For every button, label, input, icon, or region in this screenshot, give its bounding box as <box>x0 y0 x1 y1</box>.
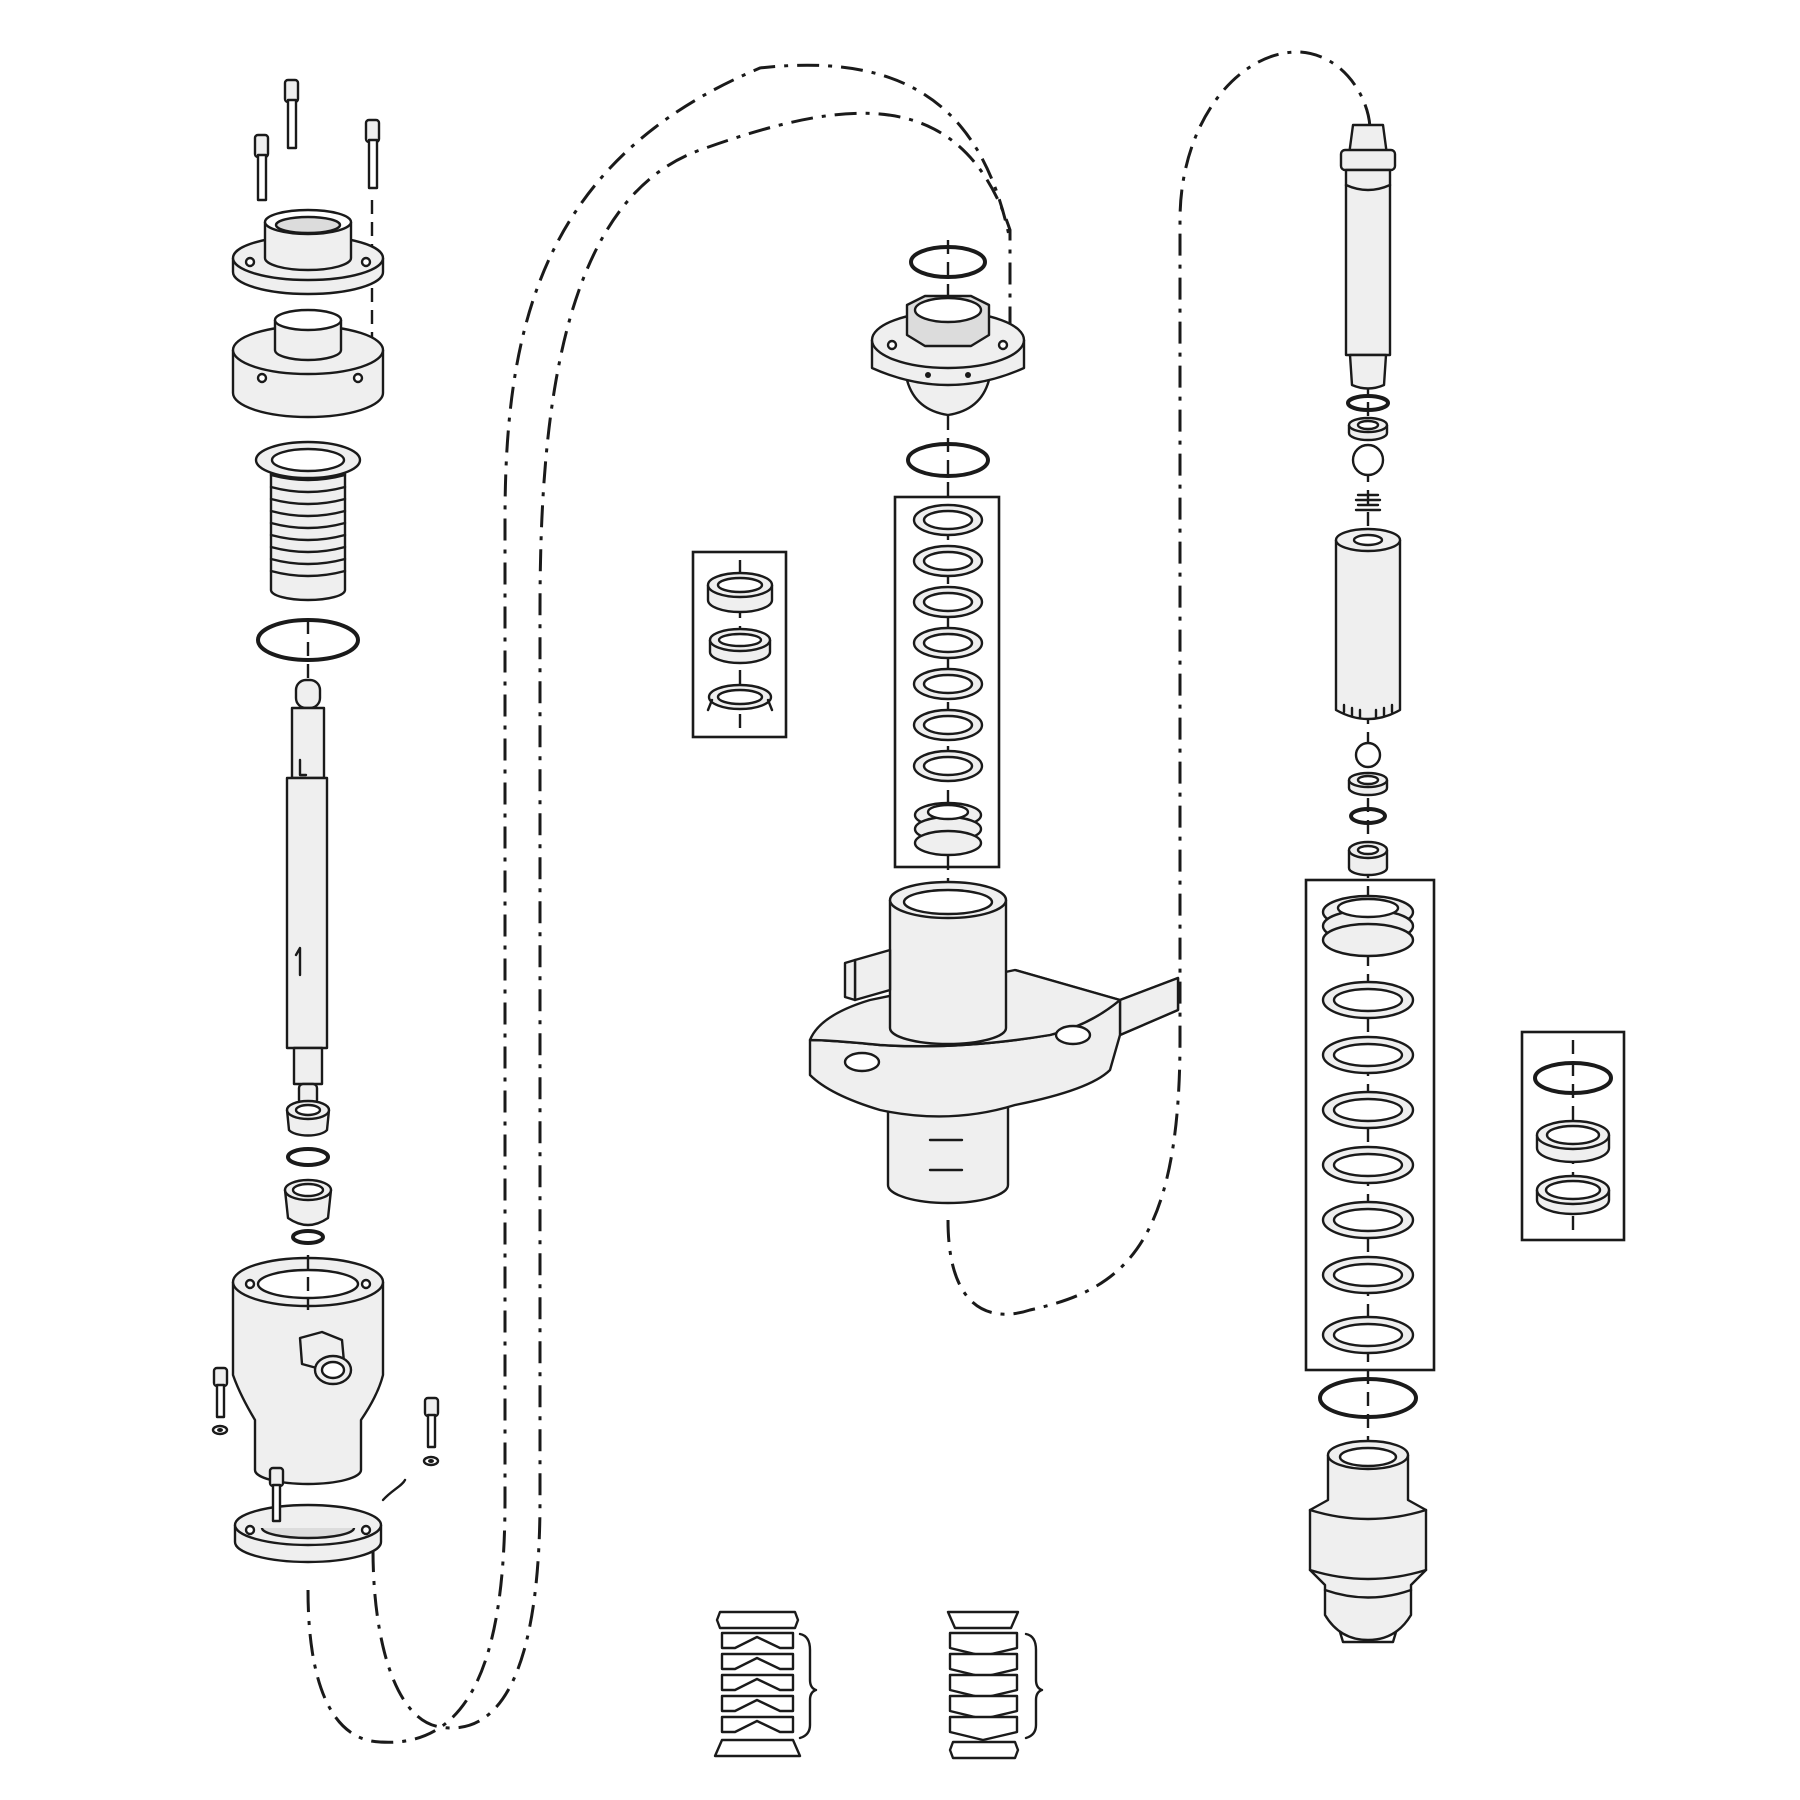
v-packing-ring <box>912 626 984 660</box>
small-o-ring <box>286 1147 330 1167</box>
piston-packing-stack <box>1304 878 1436 1372</box>
v-packing-profile <box>720 1673 795 1692</box>
v-packing-profile <box>720 1652 795 1671</box>
v-packing-profile <box>948 1652 1019 1679</box>
displacement-rod <box>285 678 329 1106</box>
gland-nut <box>870 294 1026 417</box>
check-ball <box>1351 443 1385 477</box>
mounting-screw <box>268 1466 285 1523</box>
throat-packing-stack <box>893 495 1001 869</box>
v-packing-ring <box>1321 1315 1415 1355</box>
cylinder <box>1334 527 1402 721</box>
v-packing-profile <box>948 1631 1019 1658</box>
spring-retainer <box>1321 894 1415 958</box>
small-o-ring <box>291 1229 325 1245</box>
throat-packing-detail-inset <box>691 550 788 739</box>
v-packing-ring <box>1321 1145 1415 1185</box>
piston-seal <box>285 1099 331 1137</box>
v-packing-set-right <box>946 1610 1044 1760</box>
upper-o-ring <box>909 245 987 279</box>
v-packing-ring <box>1321 980 1415 1020</box>
ball-guide-spring <box>1354 493 1382 512</box>
v-packing-ring <box>1321 1035 1415 1075</box>
v-packing-profile <box>720 1631 795 1650</box>
right-column-assembly <box>1304 123 1626 1644</box>
foot-valve-ball <box>1354 741 1382 769</box>
v-packing-ring <box>1535 1119 1611 1164</box>
center-column-assembly <box>691 240 1180 1205</box>
v-packing-ring <box>1321 1200 1415 1240</box>
small-o-ring <box>1346 394 1390 412</box>
top-cap <box>231 208 385 296</box>
v-packing-ring <box>708 627 772 665</box>
v-packing-ring <box>912 503 984 537</box>
male-adapter-ring <box>1535 1174 1611 1216</box>
cap-screw <box>283 78 300 150</box>
v-packing-profile <box>948 1694 1019 1721</box>
piston-packing-detail-inset <box>1520 1030 1626 1242</box>
threaded-sleeve <box>254 440 362 602</box>
packing-nut <box>283 1178 333 1227</box>
v-packing-ring <box>912 544 984 578</box>
v-packing-profile <box>720 1694 795 1713</box>
intake-housing <box>1308 1439 1428 1644</box>
female-adapter-ring <box>706 683 774 712</box>
v-packing-profile <box>948 1673 1019 1700</box>
large-o-ring <box>1318 1377 1418 1419</box>
small-o-ring <box>1349 807 1387 825</box>
v-packing-ring <box>1321 1090 1415 1130</box>
left-column-assembly <box>211 78 440 1564</box>
connecting-rod <box>1339 123 1397 390</box>
v-packing-ring <box>912 585 984 619</box>
cap-screw <box>364 118 381 190</box>
bearing-housing <box>231 308 385 419</box>
outlet-housing <box>231 1255 385 1486</box>
base-flange <box>233 1503 383 1564</box>
v-packing-ring <box>912 749 984 783</box>
v-packing-ring <box>912 667 984 701</box>
mounting-screw <box>211 1366 229 1436</box>
lower-o-ring <box>906 442 990 478</box>
v-packing-profile <box>948 1715 1019 1742</box>
pump-body-mount <box>808 880 1180 1205</box>
check-ball-seat <box>1347 416 1389 442</box>
v-packing-ring <box>912 708 984 742</box>
v-packing-profile <box>720 1715 795 1734</box>
foot-valve-seat <box>1347 771 1389 797</box>
mounting-screw <box>422 1396 440 1467</box>
spring-retainer <box>913 801 983 857</box>
female-adapter-ring <box>1533 1061 1613 1095</box>
v-packing-ring <box>1321 1255 1415 1295</box>
cap-screw <box>253 133 270 202</box>
v-packing-set-left <box>713 1610 818 1758</box>
intake-seal <box>1347 840 1389 877</box>
assembly-connector-lines <box>306 50 1372 1744</box>
male-adapter-ring <box>706 571 774 614</box>
